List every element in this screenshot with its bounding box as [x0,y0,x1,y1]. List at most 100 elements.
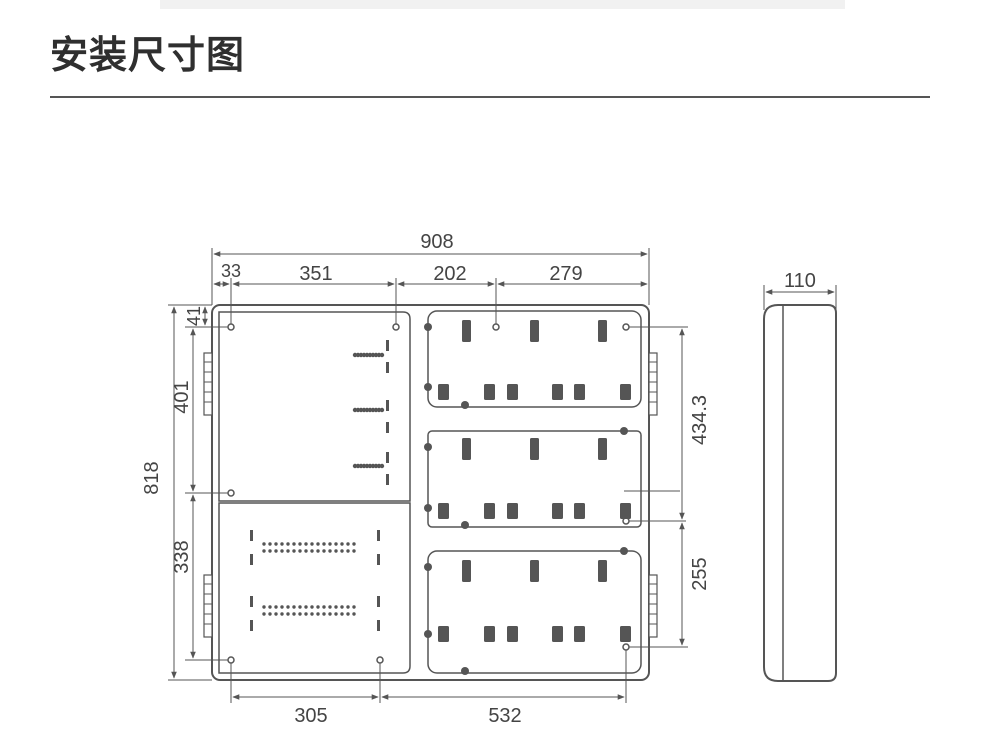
dim-right-lower-height: 255 [689,557,711,590]
terminal-dot [280,612,284,616]
terminal-dot [316,605,320,609]
terminal-dot [346,612,350,616]
mounting-hole [622,643,630,651]
terminal-blocks [438,320,631,642]
terminal-dot [292,605,296,609]
dim-middle-span: 202 [433,263,466,285]
terminal-dot [322,542,326,546]
terminal-dot [292,612,296,616]
screw [424,630,432,638]
bead-rows-upper [352,352,385,469]
terminal-dot [286,542,290,546]
hinge-left-upper [203,352,213,416]
front-view [211,304,686,681]
terminal-dot [298,612,302,616]
enclosure-outline [211,304,650,681]
left-upper-compartment [218,311,411,502]
terminal-dot [310,605,314,609]
mounting-hole [492,323,500,331]
terminal-dot [340,605,344,609]
terminal-dot [274,542,278,546]
terminal-dot [310,549,314,553]
terminal-dot [268,549,272,553]
screw [424,563,432,571]
dim-depth: 110 [784,270,816,292]
dim-top-offset: 41 [184,306,204,326]
terminal-dot [316,542,320,546]
left-upper-features [386,340,389,485]
screw [461,401,469,409]
terminal-dot [268,605,272,609]
right-compartment-bottom [427,550,642,674]
terminal-dot [298,542,302,546]
screw [424,504,432,512]
dot-rows-lower [262,542,356,616]
bead [379,407,385,413]
terminal-dot [334,605,338,609]
left-lower-compartment [218,502,411,674]
screw [620,427,628,435]
terminal-dot [328,605,332,609]
dim-left-section-width: 351 [299,263,332,285]
terminal-dot [340,549,344,553]
top-strip-shade [160,0,845,9]
right-compartment-middle [427,430,642,528]
mounting-hole [227,323,235,331]
terminal-dot [334,549,338,553]
mounting-hole [376,656,384,664]
mounting-hole [227,489,235,497]
terminal-dot [346,549,350,553]
terminal-dot [352,605,356,609]
terminal-dot [268,542,272,546]
terminal-dot [316,549,320,553]
terminal-dot [286,612,290,616]
terminal-dot [322,612,326,616]
screw [620,547,628,555]
terminal-dot [328,549,332,553]
terminal-dot [280,542,284,546]
terminal-dot [304,542,308,546]
right-compartment-top [427,310,642,408]
terminal-dot [298,605,302,609]
title-divider [50,96,930,98]
terminal-dot [352,542,356,546]
terminal-dot [346,542,350,546]
terminal-dot [262,549,266,553]
terminal-dot [304,549,308,553]
terminal-dot [292,549,296,553]
screw [461,667,469,675]
terminal-dot [352,549,356,553]
dim-bottom-left-span: 305 [294,705,327,727]
screw [424,383,432,391]
dim-upper-left-height: 401 [171,380,193,413]
terminal-dot [304,605,308,609]
terminal-dot [310,612,314,616]
terminal-dot [340,542,344,546]
terminal-dot [274,605,278,609]
dim-lower-left-height: 338 [171,540,193,573]
dim-overall-height: 818 [141,461,163,494]
terminal-dot [286,605,290,609]
top-strip [0,0,1000,10]
left-lower-features [250,530,380,631]
terminal-dot [274,549,278,553]
terminal-dot [268,612,272,616]
terminal-dot [334,542,338,546]
terminal-dot [340,612,344,616]
side-view-body [763,304,837,682]
dim-bottom-right-span: 532 [488,705,521,727]
terminal-dot [322,549,326,553]
screw [461,521,469,529]
screw [424,323,432,331]
terminal-dot [334,612,338,616]
mounting-hole [392,323,400,331]
terminal-dot [316,612,320,616]
terminal-dot [304,612,308,616]
dim-right-span: 279 [549,263,582,285]
terminal-dot [262,612,266,616]
terminal-dot [280,605,284,609]
terminal-dot [328,612,332,616]
dim-overall-width: 908 [420,231,453,253]
terminal-dot [262,605,266,609]
